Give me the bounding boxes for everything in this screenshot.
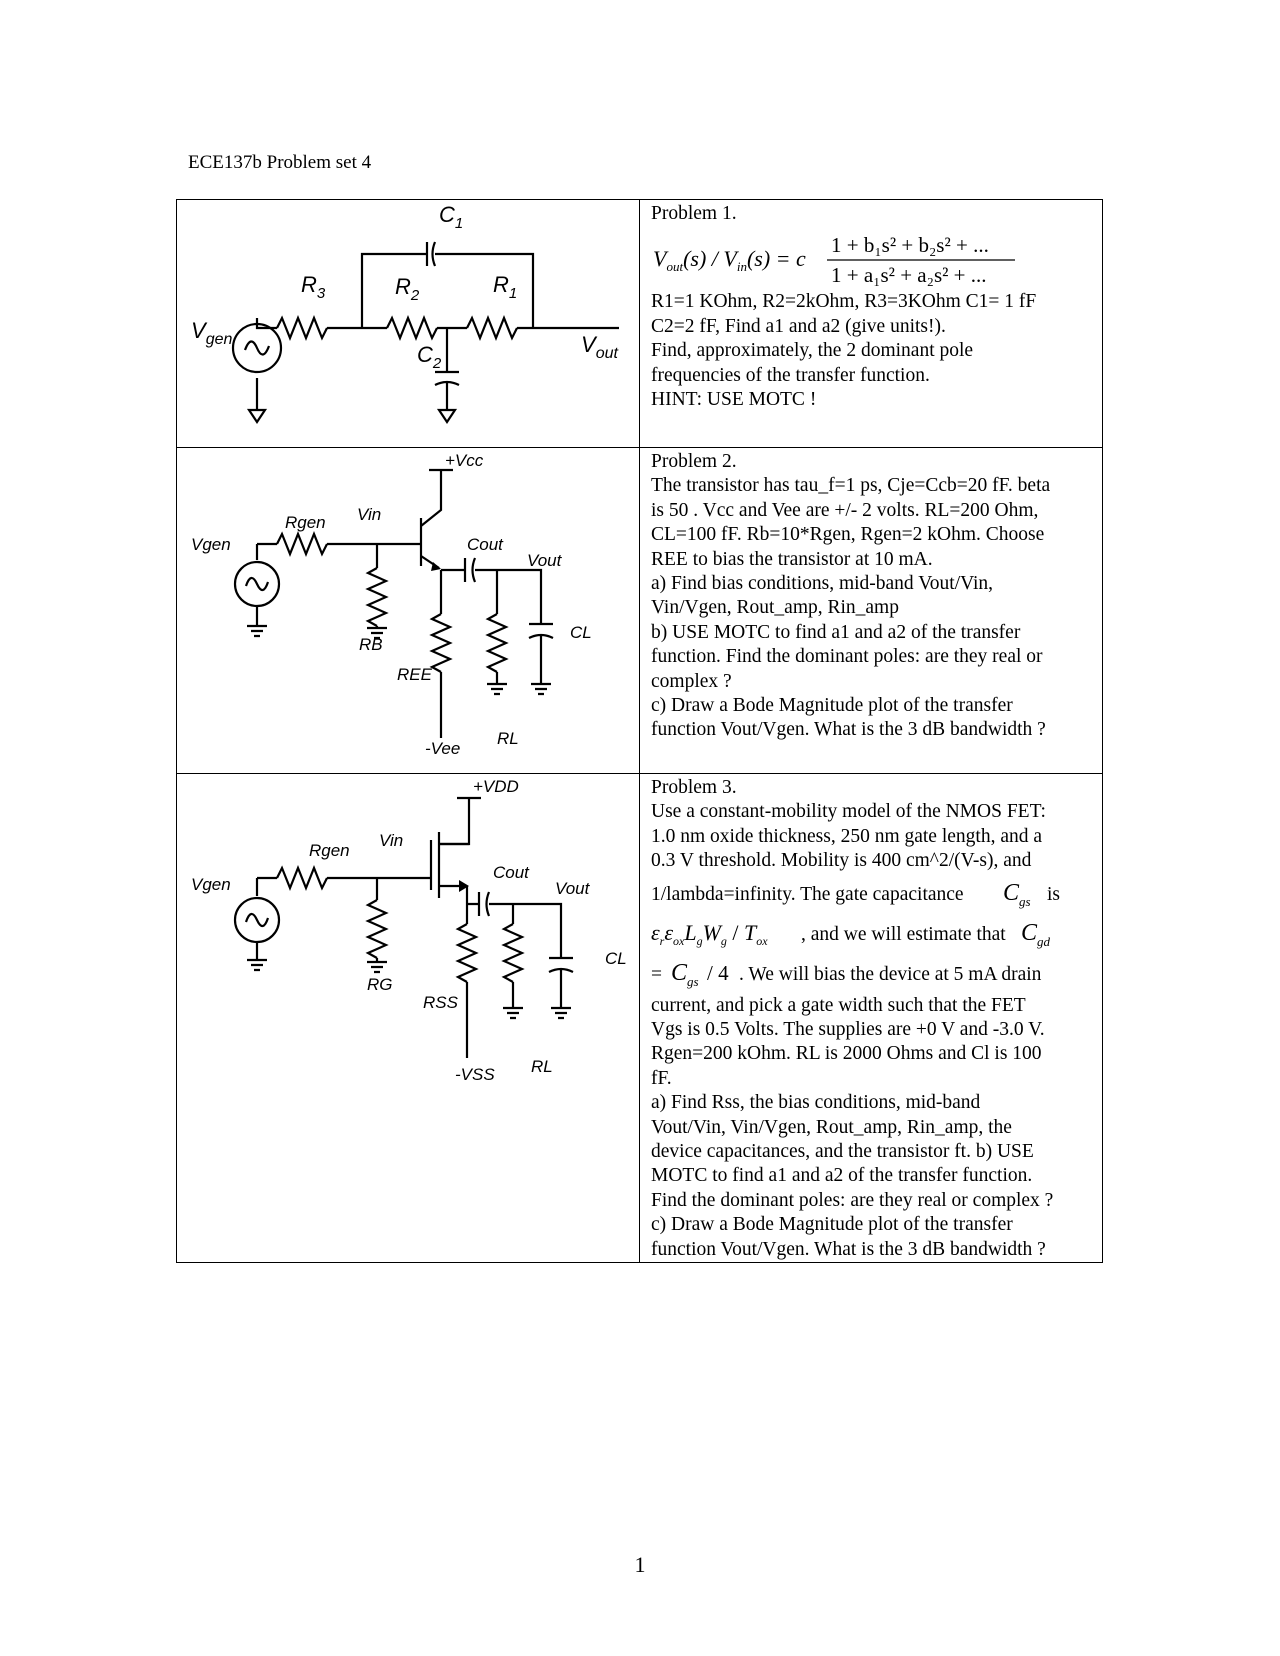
eps-formula-line: εrεoxLgWg / Tox , and we will estimate t… [651, 914, 1092, 954]
problem-2-line-11: function Vout/Vgen. What is the 3 dB ban… [651, 719, 1046, 741]
vss-label: -VSS [455, 1065, 495, 1084]
problem-1-text: Problem 1. Vout(s) / Vin(s) = c 1 + b₁s²… [639, 199, 1103, 448]
problem-2-text: Problem 2. The transistor has tau_f=1 ps… [639, 447, 1103, 774]
problem-3-schematic: +VDD Vgen Rgen Vin Cout Vout CL RG RSS -… [191, 777, 627, 1084]
svg-text:=: = [651, 964, 662, 985]
vin-label: Vin [379, 831, 403, 850]
problem-table: C1 R3 R2 R1 C2 Vgen Vout Problem 1. Vout… [176, 199, 1103, 1264]
rl-label: RL [497, 729, 519, 748]
vout-label: Vout [555, 879, 591, 898]
vgen-source-symbol [231, 322, 283, 374]
problem-3-line-9: Vout/Vin, Vin/Vgen, Rout_amp, Rin_amp, t… [651, 1116, 1012, 1138]
svg-text:gs: gs [687, 974, 699, 989]
problem-2-line-9: complex ? [651, 670, 732, 692]
vgen-label: Vgen [191, 318, 232, 348]
r3-label: R3 [301, 272, 326, 302]
ree-label: REE [397, 665, 433, 684]
problem-1-line-5: HINT: USE MOTC ! [651, 389, 817, 411]
vgen-label: Vgen [191, 535, 231, 554]
svg-text:gs: gs [1019, 894, 1031, 909]
rl-label: RL [531, 1057, 553, 1076]
cout-label: Cout [467, 535, 504, 554]
problem-2-schematic: +Vcc Vgen Rgen Vin Cout Vout CL RB REE -… [191, 451, 592, 758]
problem-3-line-5: Vgs is 0.5 Volts. The supplies are +0 V … [651, 1019, 1045, 1041]
problem-2-line-6: Vin/Vgen, Rout_amp, Rin_amp [651, 597, 899, 619]
page-title: ECE137b Problem set 4 [188, 152, 372, 173]
vout-label: Vout [527, 551, 563, 570]
problem-2-line-4: REE to bias the transistor at 10 mA. [651, 548, 933, 570]
problem-3-line-11: MOTC to find a1 and a2 of the transfer f… [651, 1165, 1033, 1187]
vout-label: Vout [581, 332, 618, 362]
problem-2-heading: Problem 2. [651, 451, 737, 472]
problem-2-line-8: function. Find the dominant poles: are t… [651, 646, 1043, 668]
problem-2-schematic-cell: +Vcc Vgen Rgen Vin Cout Vout CL RB REE -… [176, 447, 640, 774]
problem-3-heading: Problem 3. [651, 777, 737, 798]
problem-1-schematic-cell: C1 R3 R2 R1 C2 Vgen Vout [176, 199, 640, 448]
problem-3-line-3: 0.3 V threshold. Mobility is 400 cm^2/(V… [651, 850, 1032, 872]
vin-label: Vin [357, 505, 381, 524]
problem-2-line-7: b) USE MOTC to find a1 and a2 of the tra… [651, 621, 1021, 643]
cgs-line: 1/lambda=infinity. The gate capacitance … [651, 874, 1092, 914]
transfer-function-equation: Vout(s) / Vin(s) = c 1 + b₁s² + b₂s² + .… [651, 228, 1092, 287]
svg-text:Vout(s) / Vin(s) = c: Vout(s) / Vin(s) = c [653, 246, 806, 274]
problem-3-line-8: a) Find Rss, the bias conditions, mid-ba… [651, 1092, 981, 1114]
problem-1-schematic: C1 R3 R2 R1 C2 Vgen Vout [191, 202, 619, 424]
svg-text:/ 4: / 4 [707, 961, 729, 985]
page-number: 1 [634, 1552, 646, 1577]
problem-2-line-2: is 50 . Vcc and Vee are +/- 2 volts. RL=… [651, 499, 1039, 521]
problem-3-line-4: current, and pick a gate width such that… [651, 994, 1026, 1016]
rss-label: RSS [423, 993, 459, 1012]
problem-1-line-1: R1=1 KOhm, R2=2kOhm, R3=3KOhm C1= 1 fF [651, 291, 1037, 313]
cl-label: CL [605, 949, 627, 968]
problem-3-line-7: fF. [651, 1067, 672, 1089]
problem-2-line-1: The transistor has tau_f=1 ps, Cje=Ccb=2… [651, 475, 1051, 497]
svg-text:C: C [1003, 880, 1020, 906]
rb-label: RB [359, 635, 383, 654]
problem-1-line-3: Find, approximately, the 2 dominant pole [651, 340, 974, 362]
svg-text:gd: gd [1037, 934, 1051, 949]
problem-3-line-2: 1.0 nm oxide thickness, 250 nm gate leng… [651, 825, 1043, 847]
svg-text:1/lambda=infinity. The gate c: 1/lambda=infinity. The gate capacitance [651, 884, 964, 905]
problem-3-schematic-cell: +VDD Vgen Rgen Vin Cout Vout CL RG RSS -… [176, 772, 640, 1264]
r2-label: R2 [395, 274, 420, 304]
svg-text:, and we will estimate that: , and we will estimate that [801, 924, 1006, 945]
problem-3-line-12: Find the dominant poles: are they real o… [651, 1189, 1054, 1211]
r1-label: R1 [493, 272, 517, 302]
problem-2-line-10: c) Draw a Bode Magnitude plot of the tra… [651, 695, 1013, 717]
svg-text:. We will bias the device at 5: . We will bias the device at 5 mA drain [739, 964, 1042, 985]
svg-text:εrεoxLgWg / Tox: εrεoxLgWg / Tox [651, 920, 768, 948]
vee-label: -Vee [425, 739, 460, 758]
vgen-label: Vgen [191, 875, 231, 894]
problem-3-line-13: c) Draw a Bode Magnitude plot of the tra… [651, 1214, 1013, 1236]
vdd-label: +VDD [473, 777, 519, 796]
problem-1-heading: Problem 1. [651, 203, 737, 224]
problem-3-line-10: device capacitances, and the transistor … [651, 1141, 1034, 1163]
rg-label: RG [367, 975, 393, 994]
cl-label: CL [570, 623, 592, 642]
problem-1-line-2: C2=2 fF, Find a1 and a2 (give units!). [651, 315, 946, 337]
svg-text:1 + a₁s² + a₂s² + ...: 1 + a₁s² + a₂s² + ... [831, 263, 987, 286]
rgen-label: Rgen [309, 841, 350, 860]
problem-3-line-6: Rgen=200 kOhm. RL is 2000 Ohms and Cl is… [651, 1043, 1042, 1065]
problem-2-line-5: a) Find bias conditions, mid-band Vout/V… [651, 573, 994, 595]
cout-label: Cout [493, 863, 530, 882]
problem-2-line-3: CL=100 fF. Rb=10*Rgen, Rgen=2 kOhm. Choo… [651, 524, 1045, 546]
svg-text:1 + b₁s² + b₂s² + ...: 1 + b₁s² + b₂s² + ... [831, 233, 989, 257]
problem-3-text: Problem 3. Use a constant-mobility model… [639, 772, 1103, 1264]
svg-text:is: is [1047, 884, 1060, 905]
c1-label: C1 [439, 202, 463, 232]
svg-text:C: C [671, 960, 688, 986]
problem-1-line-4: frequencies of the transfer function. [651, 364, 930, 386]
vcc-label: +Vcc [445, 451, 484, 470]
cgd-line: = C gs / 4 . We will bias the device at … [651, 954, 1092, 994]
rgen-label: Rgen [285, 513, 326, 532]
problem-3-line-1: Use a constant-mobility model of the NMO… [651, 801, 1046, 823]
svg-text:C: C [1021, 920, 1038, 946]
problem-3-line-14: function Vout/Vgen. What is the 3 dB ban… [651, 1238, 1046, 1260]
c2-label: C2 [417, 342, 442, 372]
